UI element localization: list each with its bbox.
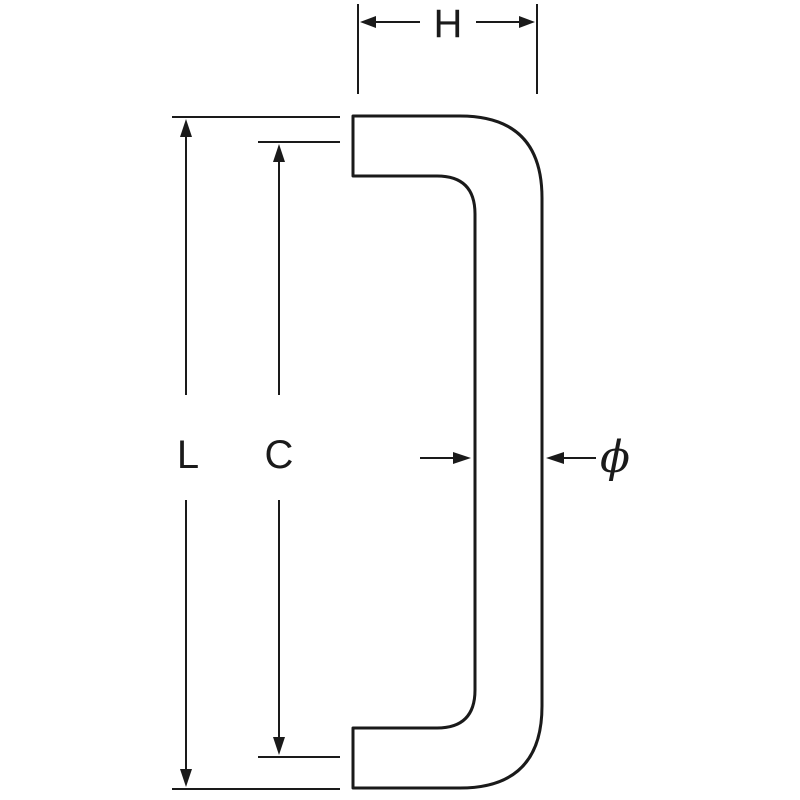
h-arrow-right [519, 16, 535, 28]
c-arrow-top [273, 144, 285, 162]
l-arrow-top [180, 119, 192, 137]
c-label: C [265, 433, 294, 477]
c-arrow-bottom [273, 737, 285, 755]
h-arrow-left [360, 16, 376, 28]
diameter-label: ϕ [600, 432, 630, 483]
l-label: L [177, 433, 199, 477]
pull-handle-outline [351, 114, 544, 790]
h-label: H [434, 2, 463, 46]
diameter-arrow-left [453, 452, 471, 464]
diameter-arrow-right [546, 452, 564, 464]
l-arrow-bottom [180, 769, 192, 787]
